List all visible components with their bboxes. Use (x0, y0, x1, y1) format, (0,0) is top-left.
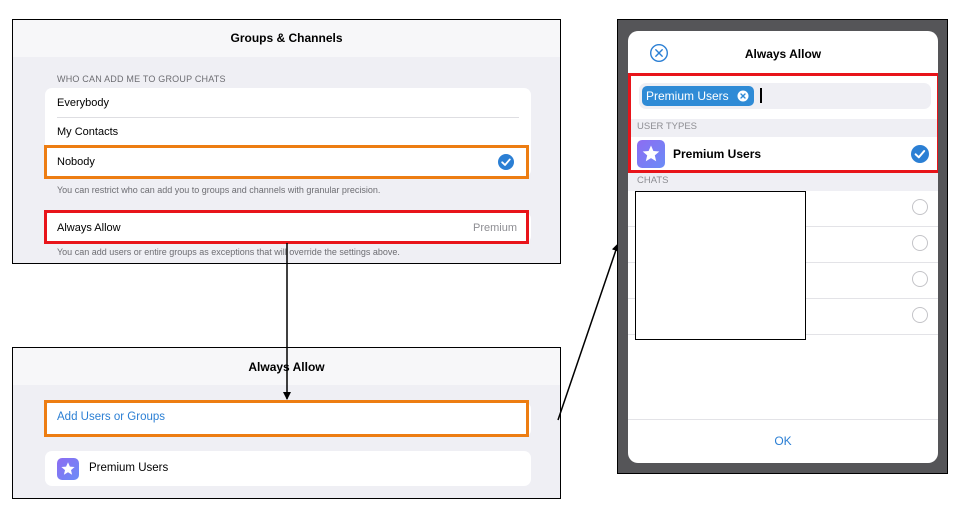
options-footer: You can restrict who can add you to grou… (57, 185, 381, 195)
arrow-to-sheet (557, 243, 620, 421)
star-icon (57, 458, 79, 480)
always-allow-value: Premium (472, 222, 517, 234)
token-label: Premium Users (646, 89, 729, 103)
option-nobody[interactable]: Nobody (45, 148, 531, 177)
premium-users-token[interactable]: Premium Users (642, 86, 754, 106)
always-allow-row[interactable]: Always Allow Premium (45, 212, 531, 243)
chats-header: CHATS (628, 173, 938, 191)
premium-users-label: Premium Users (89, 462, 169, 474)
page-title: Groups & Channels (230, 31, 343, 45)
footer-divider (628, 419, 938, 420)
option-label: Nobody (57, 156, 95, 168)
page-title: Always Allow (248, 360, 325, 374)
chat-radio[interactable] (912, 271, 928, 287)
device-frame: Always Allow Premium Users USER TYPES Pr… (617, 19, 948, 474)
redacted-chats-box (635, 191, 806, 340)
remove-token-icon[interactable] (737, 90, 749, 102)
chat-radio[interactable] (912, 307, 928, 323)
premium-users-option[interactable]: Premium Users (628, 137, 938, 171)
chat-radio[interactable] (912, 235, 928, 251)
always-allow-label: Always Allow (57, 222, 121, 234)
close-circle-icon[interactable] (649, 43, 669, 63)
highlight-always-allow (44, 210, 529, 244)
star-icon (637, 140, 665, 168)
highlight-nobody (44, 145, 529, 179)
add-users-groups-button[interactable]: Add Users or Groups (57, 411, 166, 423)
divider (57, 117, 519, 118)
option-label: Everybody (57, 97, 109, 109)
user-types-header: USER TYPES (628, 119, 938, 137)
premium-users-row[interactable]: Premium Users (45, 451, 531, 486)
groups-channels-panel: Groups & Channels WHO CAN ADD ME TO GROU… (12, 19, 561, 264)
options-card: Everybody My Contacts Nobody (45, 88, 531, 177)
always-allow-footer: You can add users or entire groups as ex… (57, 247, 400, 257)
always-allow-sheet: Always Allow Premium Users USER TYPES Pr… (628, 31, 938, 463)
checkmark-icon (911, 145, 929, 163)
premium-users-option-label: Premium Users (673, 147, 762, 161)
nav-bar (13, 20, 560, 57)
option-my-contacts[interactable]: My Contacts (45, 118, 531, 147)
chats-label: CHATS (637, 175, 669, 186)
option-label: My Contacts (57, 126, 119, 138)
highlight-add-users (44, 400, 529, 437)
ok-button[interactable]: OK (774, 434, 792, 448)
add-card (45, 402, 531, 437)
option-everybody[interactable]: Everybody (45, 88, 531, 117)
user-types-label: USER TYPES (637, 121, 698, 132)
text-cursor (760, 88, 762, 103)
chat-radio[interactable] (912, 199, 928, 215)
section-header: WHO CAN ADD ME TO GROUP CHATS (57, 74, 226, 84)
always-allow-panel: Always Allow Add Users or Groups Premium… (12, 347, 561, 499)
highlight-token-and-type (628, 73, 938, 173)
always-allow-card: Always Allow Premium (45, 212, 531, 243)
sheet-title: Always Allow (744, 47, 822, 61)
checkmark-icon (498, 154, 514, 170)
